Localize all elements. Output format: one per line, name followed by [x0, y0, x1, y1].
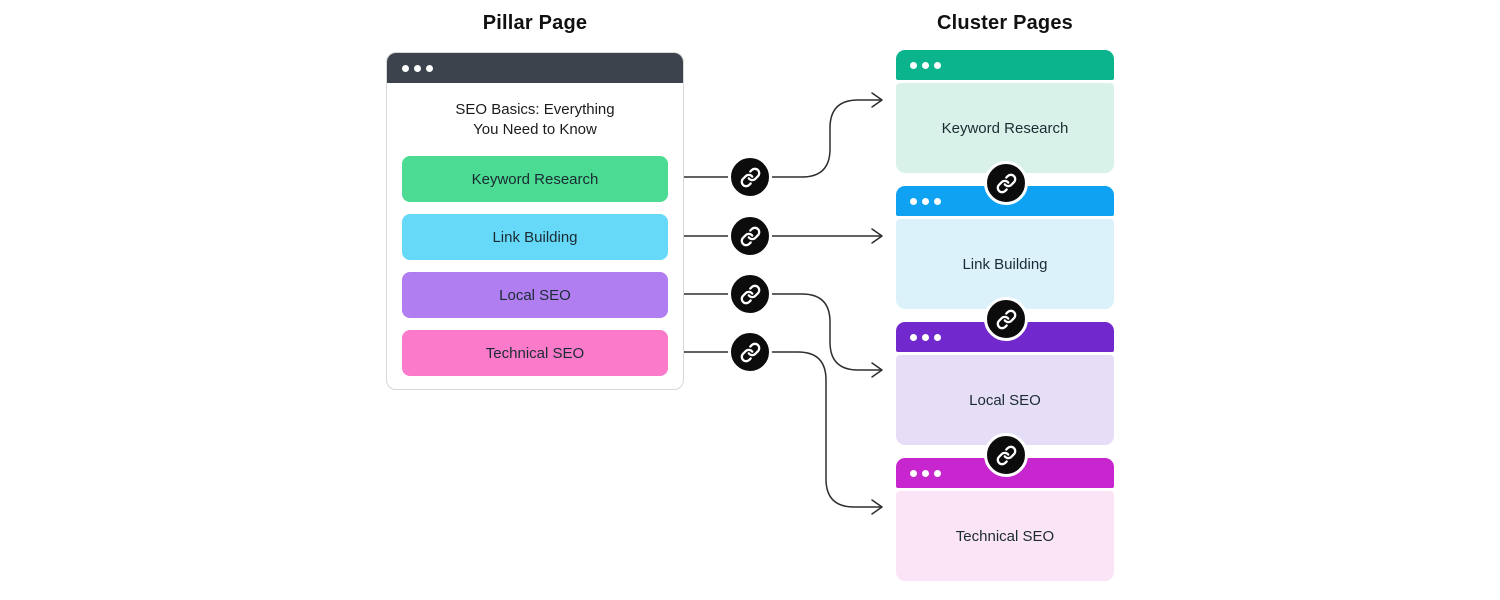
chain-link-icon — [740, 167, 760, 187]
window-dot — [934, 61, 941, 69]
window-dot — [934, 333, 941, 341]
pillar-link-label: Keyword Research — [471, 170, 599, 188]
arrow-keyword-research — [683, 99, 881, 178]
window-dot — [402, 64, 409, 72]
pillar-page-window: SEO Basics: Everything You Need to Know … — [386, 52, 684, 390]
arrow-local-seo — [683, 293, 881, 371]
chain-link-icon — [996, 173, 1016, 193]
window-dot — [910, 61, 917, 69]
pillar-article-title-line1: SEO Basics: Everything — [455, 101, 615, 118]
window-dot — [922, 61, 929, 69]
cluster-card-keyword-research: Keyword Research — [896, 50, 1114, 173]
cluster-card-link-building: Link Building — [896, 186, 1114, 309]
pillar-link-label: Local SEO — [499, 286, 571, 304]
cluster-pages-title: Cluster Pages — [937, 12, 1073, 34]
pillar-article-title: SEO Basics: Everything You Need to Know — [397, 100, 673, 140]
link-connector-badge — [984, 433, 1028, 477]
cluster-card-header — [896, 50, 1114, 80]
chain-link-icon — [740, 342, 760, 362]
window-dot — [910, 469, 917, 477]
link-connector-badge — [728, 272, 772, 316]
window-dot — [414, 64, 421, 72]
pillar-link-keyword-research[interactable]: Keyword Research — [402, 156, 668, 202]
pillar-page-title: Pillar Page — [482, 12, 588, 34]
arrowhead-keyword-research — [871, 92, 883, 108]
arrow-technical-seo — [683, 351, 881, 508]
arrowhead-technical-seo — [871, 499, 883, 515]
cluster-card-label: Technical SEO — [896, 491, 1114, 581]
chain-link-icon — [996, 309, 1016, 329]
chain-link-icon — [996, 445, 1016, 465]
arrowhead-link-building — [871, 228, 883, 244]
window-dot — [922, 197, 929, 205]
window-dot — [922, 469, 929, 477]
cluster-card-label: Link Building — [896, 219, 1114, 309]
chain-link-icon — [740, 284, 760, 304]
link-connector-badge — [984, 161, 1028, 205]
window-dot — [934, 197, 941, 205]
link-connector-badge — [728, 214, 772, 258]
cluster-card-label: Keyword Research — [896, 83, 1114, 173]
pillar-article-title-line2: You Need to Know — [473, 121, 597, 138]
link-connector-badge — [728, 330, 772, 374]
arrowhead-local-seo — [871, 362, 883, 378]
pillar-link-label: Technical SEO — [485, 344, 585, 362]
pillar-window-header — [387, 53, 683, 83]
cluster-card-label: Local SEO — [896, 355, 1114, 445]
window-dot — [910, 333, 917, 341]
pillar-link-local-seo[interactable]: Local SEO — [402, 272, 668, 318]
chain-link-icon — [740, 226, 760, 246]
link-connector-badge — [984, 297, 1028, 341]
window-dot — [934, 469, 941, 477]
pillar-link-label: Link Building — [492, 228, 578, 246]
pillar-link-link-building[interactable]: Link Building — [402, 214, 668, 260]
window-dot — [922, 333, 929, 341]
link-connector-badge — [728, 155, 772, 199]
window-dot — [910, 197, 917, 205]
window-dot — [426, 64, 433, 72]
pillar-link-technical-seo[interactable]: Technical SEO — [402, 330, 668, 376]
